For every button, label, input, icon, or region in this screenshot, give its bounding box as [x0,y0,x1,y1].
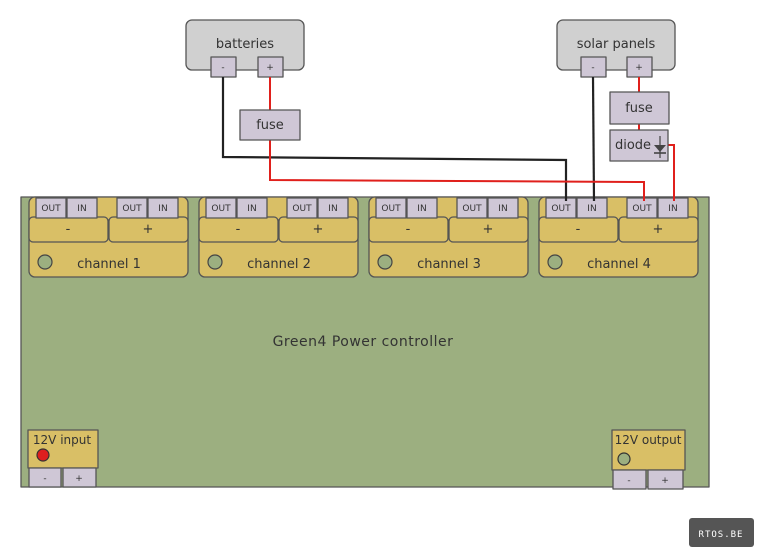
input-12v-module: 12V input - + [27,429,99,488]
output-plus-terminal [647,469,684,490]
channel-2-minus-in-label: IN [247,204,256,214]
channel-1-minus-out-terminal [35,197,67,219]
channel-4-minus-out-label: OUT [551,204,571,214]
channel-4-plus-in-label: IN [668,204,677,214]
input-plus-label: + [75,474,83,484]
input-plus-terminal [62,467,97,488]
solar-fuse: fuse [609,91,670,125]
channel-2-minus-out-label: OUT [211,204,231,214]
channel-2-minus-sign: - [236,222,241,237]
channel-1-minus-out-label: OUT [41,204,61,214]
channel-1-plus-in-label: IN [158,204,167,214]
channel-4-minus-in-terminal [576,197,608,219]
batteries-plus-label: + [266,63,274,73]
diode-label: diode [615,138,651,153]
batteries-label: batteries [216,37,274,52]
channel-3-minus-sign: - [406,222,411,237]
batteries-minus-label: - [221,63,224,73]
rtos-badge: RTOS.BE [689,518,754,547]
batteries-component: batteries - + [185,19,305,78]
channel-3-status-led [377,254,393,270]
channel-2-plus-in-label: IN [328,204,337,214]
channel-2-label: channel 2 [247,257,311,272]
channel-2-minus-out-terminal [205,197,237,219]
solar-diode: diode [609,129,669,162]
channel-3-minus-in-terminal [406,197,438,219]
channel-1-plus-in-terminal [147,197,179,219]
channel-4-minus-in-label: IN [587,204,596,214]
batteries-positive-wire [269,140,645,201]
solar-negative-wire [591,76,596,202]
channel-2-status-led [207,254,223,270]
output-12v-label: 12V output [615,433,682,447]
channel-3-plus-out-terminal [456,197,488,219]
output-plus-label: + [661,476,669,486]
channel-4-plus-out-label: OUT [632,204,652,214]
diode-symbol-icon [654,136,666,158]
channel-4-plus-sign: + [653,222,664,237]
batteries-fuse-label: fuse [256,118,284,133]
channel-1-plus-sign: + [143,222,154,237]
input-status-led [36,448,50,462]
solar-positive-wire [668,144,675,201]
solar-panels-component: solar panels - + [556,19,676,78]
channel-1-minus-sign: - [66,222,71,237]
rtos-badge-label: RTOS.BE [699,530,744,540]
channel-2-plus-in-terminal [317,197,349,219]
channel-3-plus-out-label: OUT [462,204,482,214]
batteries-negative-wire [221,77,568,201]
channel-1-plus-out-label: OUT [122,204,142,214]
input-minus-label: - [43,474,46,484]
channel-4-label: channel 4 [587,257,651,272]
solar-fuse-label: fuse [625,101,653,116]
controller-title: Green4 Power controller [273,334,454,350]
output-status-led [617,452,631,466]
batteries-fuse: fuse [239,109,301,141]
channel-2-plus-out-label: OUT [292,204,312,214]
channel-1-minus-in-label: IN [77,204,86,214]
channel-4-minus-out-terminal [545,197,577,219]
channel-3-plus-in-terminal [487,197,519,219]
solar-panels-label: solar panels [577,37,656,52]
channel-3-plus-in-label: IN [498,204,507,214]
input-12v-label: 12V input [33,433,91,447]
output-minus-label: - [627,476,630,486]
solar-minus-label: - [591,63,594,73]
channel-4-plus-out-terminal [626,197,658,219]
channel-1-status-led [37,254,53,270]
channel-2-minus-in-terminal [236,197,268,219]
input-minus-terminal [28,467,62,488]
channel-1-label: channel 1 [77,257,141,272]
output-minus-terminal [612,469,647,490]
channel-3-minus-out-label: OUT [381,204,401,214]
channel-4-status-led [547,254,563,270]
channel-1-plus-out-terminal [116,197,148,219]
channel-1-minus-in-terminal [66,197,98,219]
solar-plus-label: + [635,63,643,73]
channel-3-minus-in-label: IN [417,204,426,214]
channel-2-plus-sign: + [313,222,324,237]
channel-3-label: channel 3 [417,257,481,272]
output-12v-module: 12V output - + [611,429,686,490]
channel-3-plus-sign: + [483,222,494,237]
channel-3-minus-out-terminal [375,197,407,219]
channel-4-minus-sign: - [576,222,581,237]
channel-2-plus-out-terminal [286,197,318,219]
